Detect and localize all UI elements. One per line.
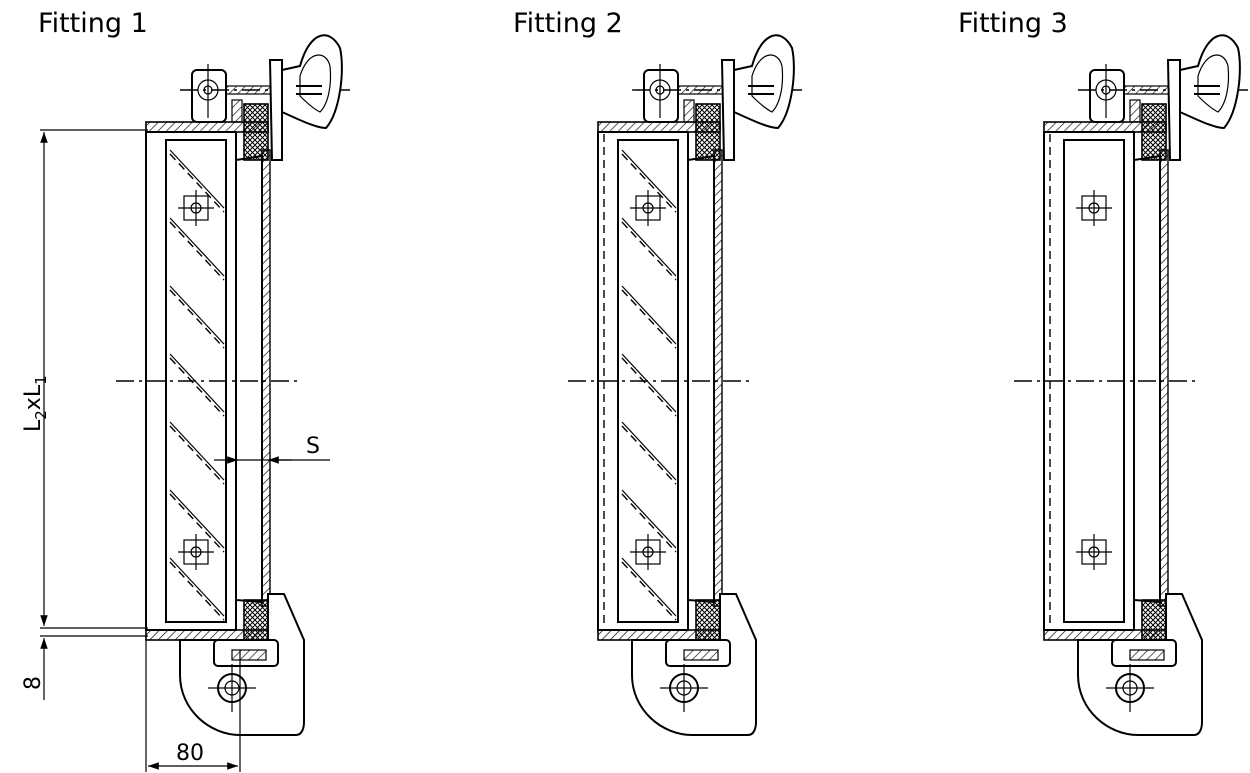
dimension-offset: 8 [21,638,48,700]
top-clip [231,99,243,123]
fitting-2-drawing [568,34,802,736]
hinge-bracket [631,593,757,736]
offset-label: 8 [21,676,46,690]
inner-panel [1063,139,1125,623]
side-wall [261,149,271,607]
handle-assembly [632,34,802,161]
top-clip [1129,99,1141,123]
fixing-point-icon [1076,534,1112,570]
handle-icon [733,34,795,130]
fitting-1-title: Fitting 1 [38,8,148,39]
height-sub-1: 2 [32,410,50,420]
mesh-block-top [1141,103,1167,161]
dimension-width: 80 [145,640,241,772]
side-wall [1159,149,1169,607]
side-plate [687,154,715,604]
height-label: L [21,419,46,432]
handle-assembly [180,34,350,161]
dimension-thickness: S [214,434,330,464]
fixing-point-icon [1076,190,1112,226]
fixing-point-icon [630,534,666,570]
svg-text:L2xL1: L2xL1 [21,375,50,432]
width-label: 80 [176,741,204,766]
dimension-height: L2xL1 [21,129,148,637]
fixing-point-icon [178,534,214,570]
fixing-point-icon [630,190,666,226]
fitting-1-drawing [116,34,350,736]
inner-panel [617,139,679,623]
fixing-point-icon [178,190,214,226]
side-plate [235,154,263,604]
handle-icon [281,34,343,130]
fitting-2-title: Fitting 2 [513,8,623,39]
height-sub-2: 1 [32,375,50,385]
hinge-bracket [1077,593,1203,736]
mesh-block-top [243,103,269,161]
handle-icon [1179,34,1241,130]
height-separator: x [21,397,46,410]
side-plate [1133,154,1161,604]
fitting-3-title: Fitting 3 [958,8,1068,39]
top-clip [683,99,695,123]
inner-panel [165,139,227,623]
handle-assembly [1078,34,1248,161]
height-label-2: L [21,384,46,397]
damper-blades [621,149,677,621]
side-wall [713,149,723,607]
hinge-bracket [179,593,305,736]
thickness-label: S [306,434,320,459]
mesh-block-top [695,103,721,161]
damper-blades [169,149,225,621]
fitting-3-drawing [1014,34,1248,736]
